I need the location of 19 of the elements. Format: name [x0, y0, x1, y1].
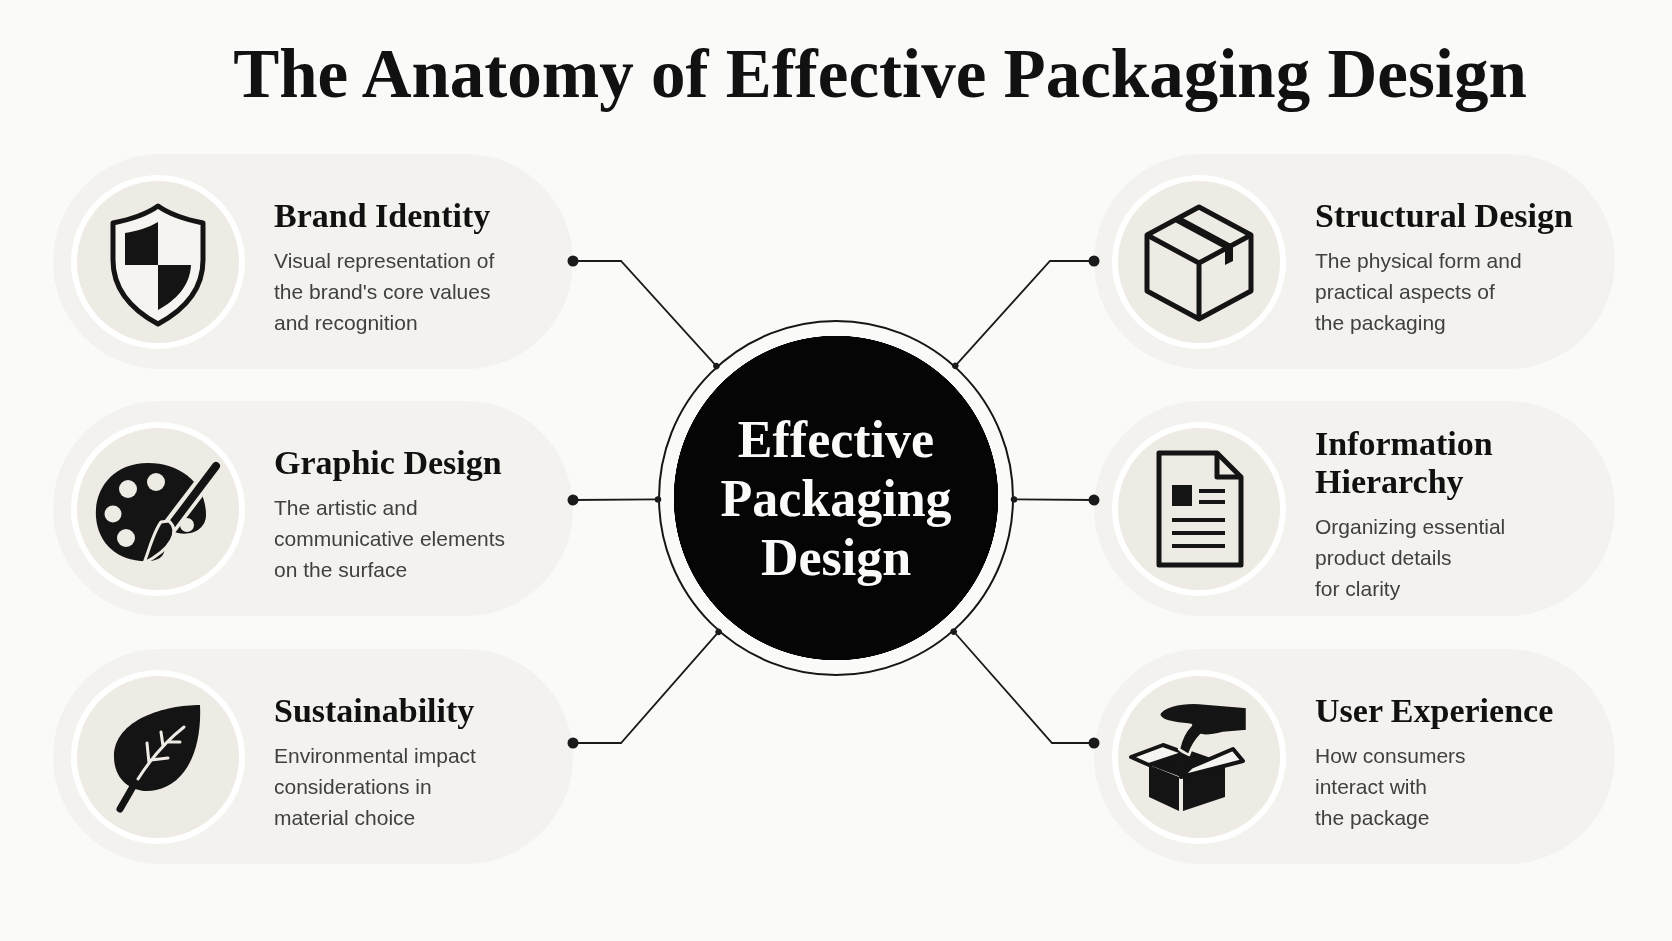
card-title: User Experience [1315, 692, 1554, 730]
hub-label: Effective Packaging Design [719, 409, 953, 587]
card-description: How consumers interact with the package [1315, 743, 1467, 831]
card-description: Organizing essential product details for clarity [1315, 514, 1507, 602]
card-title: Sustainability [274, 692, 475, 730]
connector [567, 628, 722, 749]
card-title: Graphic Design [274, 444, 502, 482]
card-title: Information Hierarchy [1315, 425, 1494, 501]
card-description: The artistic and communicative elements on the surface [274, 495, 507, 583]
card-description: The physical form and practical aspects of the packaging [1315, 248, 1523, 336]
connector [567, 494, 662, 506]
connector [950, 628, 1100, 749]
connector [952, 255, 1100, 370]
card-description: Visual representation of the brand's core values and recognition [274, 248, 496, 336]
card-description: Environmental impact considerations in material choice [274, 743, 477, 831]
connector [567, 255, 720, 370]
card-title: Brand Identity [274, 197, 491, 235]
card-title: Structural Design [1315, 197, 1573, 235]
connector [1010, 494, 1100, 506]
